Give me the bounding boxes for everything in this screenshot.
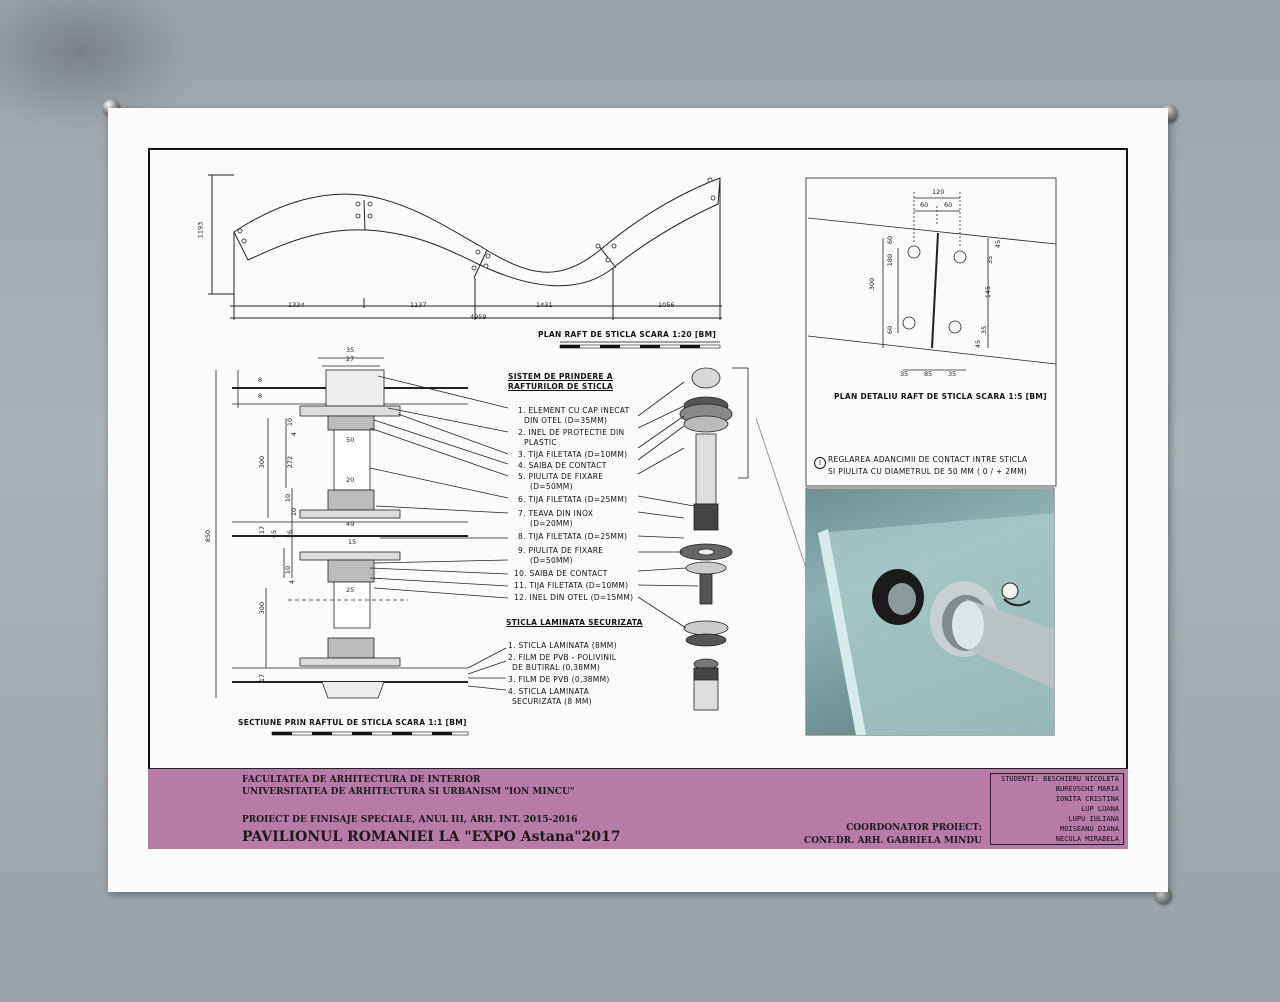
plan-dim-total: 4959 <box>470 313 487 321</box>
detail-dim-60b: 60 <box>944 201 953 209</box>
sec-dim-300a: 300 <box>258 455 267 469</box>
detail-dim-35c: 35 <box>900 370 909 378</box>
detail-note-line1: REGLAREA ADANCIMII DE CONTACT INTRE STIC… <box>828 455 1028 464</box>
detail-dim-35d: 35 <box>948 370 957 378</box>
sec-dim-10a: 10 <box>286 417 295 427</box>
detail-dim-180: 180 <box>886 253 895 267</box>
system-item: 3. TIJA FILETATA (D=10MM) <box>518 450 628 459</box>
coordinator-name: CONF.DR. ARH. GABRIELA MINDU <box>804 836 982 846</box>
detail-dim-45a: 45 <box>994 239 1003 249</box>
glass-item: 1. STICLA LAMINATA (8MM) <box>508 641 617 650</box>
sec-dim-8a: 8 <box>258 376 263 384</box>
sec-dim-27: 27 <box>346 355 355 363</box>
detail-dim-60a: 60 <box>920 201 929 209</box>
system-item: 2. INEL DE PROTECTIE DIN <box>518 428 625 437</box>
student-name: MOISEANU DIANA <box>1059 825 1119 833</box>
info-icon: ! <box>814 457 826 469</box>
student-name: LUP LUANA <box>1081 805 1119 813</box>
exploded-fitting <box>637 367 807 711</box>
sec-dim-4a: 4 <box>290 431 299 437</box>
student-name: IONITA CRISTINA <box>1055 795 1119 803</box>
drawing-linework <box>155 174 1057 841</box>
student-name: BUREVSCHI MARIA <box>1055 785 1119 793</box>
detail-dim-60c: 60 <box>886 235 895 245</box>
sec-dim-45: 45 <box>270 529 279 539</box>
detail-dim-85: 85 <box>924 370 933 378</box>
plan-dim-height: 1193 <box>196 221 205 239</box>
system-item: 12. INEL DIN OTEL (D=15MM) <box>514 593 634 602</box>
title-block: Ai FACULTATEA DE ARHITECTURA DE INTERIOR… <box>148 768 1128 849</box>
plan-dim-4: 1056 <box>658 301 675 309</box>
glass-item: 4. STICLA LAMINATA <box>508 687 590 696</box>
glass-title: STICLA LAMINATA SECURIZATA <box>506 618 643 627</box>
section-drawing <box>215 357 509 736</box>
plan-dim-3: 1431 <box>536 301 553 309</box>
plan-caption: PLAN RAFT DE STICLA SCARA 1:20 [BM] <box>538 330 717 339</box>
sec-dim-26: 26 <box>286 529 295 539</box>
system-item: 4. SAIBA DE CONTACT <box>518 461 607 470</box>
plan-dim-1: 1334 <box>288 301 305 309</box>
sec-dim-49: 49 <box>346 520 355 528</box>
detail-caption: PLAN DETALIU RAFT DE STICLA SCARA 1:5 [B… <box>834 392 1047 401</box>
project-title: PAVILIONUL ROMANIEI LA "EXPO Astana"2017 <box>242 829 621 845</box>
system-item: (D=50MM) <box>530 556 573 565</box>
plan-scale-bar <box>559 341 721 349</box>
detail-dim-60d: 60 <box>886 325 895 335</box>
system-item: 11. TIJA FILETATA (D=10MM) <box>514 581 629 590</box>
student-name: NECULA MIRABELA <box>1055 835 1119 843</box>
system-item: 10. SAIBA DE CONTACT <box>514 569 608 578</box>
sec-dim-10d: 10 <box>284 565 293 575</box>
sec-dim-10b: 10 <box>284 493 293 503</box>
university-name: UNIVERSITATEA DE ARHITECTURA SI URBANISM… <box>242 787 575 797</box>
detail-dim-35b: 35 <box>980 325 989 335</box>
sec-dim-850: 850 <box>204 529 213 543</box>
system-item: 5. PIULITA DE FIXARE <box>518 472 604 481</box>
system-item: DIN OTEL (D=35MM) <box>524 416 608 425</box>
sec-dim-20: 20 <box>346 476 355 484</box>
system-item: (D=20MM) <box>530 519 573 528</box>
glass-item: 2. FILM DE PVB - POLIVINIL <box>508 653 617 662</box>
system-item: 9. PIULITA DE FIXARE <box>518 546 604 555</box>
detail-dim-45b: 45 <box>974 339 983 349</box>
detail-plan <box>805 177 1057 487</box>
system-title-2: RAFTURILOR DE STICLA <box>508 382 614 391</box>
sec-dim-17b: 17 <box>258 673 267 683</box>
glass-item: DE BUTIRAL (0,38MM) <box>512 663 601 672</box>
student-name: LUPU IULIANA <box>1068 815 1119 823</box>
plan-dim-2: 1137 <box>410 301 427 309</box>
system-item: PLASTIC <box>524 438 557 447</box>
sec-dim-25: 25 <box>346 586 355 594</box>
sec-dim-15: 15 <box>348 538 357 546</box>
glass-item: 3. FILM DE PVB (0,38MM) <box>508 675 610 684</box>
detail-dim-35a: 35 <box>986 255 995 265</box>
project-line: PROIECT DE FINISAJE SPECIALE, ANUL III, … <box>242 815 578 825</box>
system-item: 7. TEAVA DIN INOX <box>518 509 594 518</box>
system-item: (D=50MM) <box>530 482 573 491</box>
system-item: 8. TIJA FILETATA (D=25MM) <box>518 532 628 541</box>
sec-dim-17a: 17 <box>258 525 267 535</box>
system-item: 1. ELEMENT CU CAP INECAT <box>518 406 630 415</box>
student-name: STUDENTI: BESCHIERU NICOLETA <box>1000 775 1119 783</box>
system-title-1: SISTEM DE PRINDERE A <box>508 372 613 381</box>
sec-dim-50: 50 <box>346 436 355 444</box>
sec-dim-4b: 4 <box>288 579 297 585</box>
poster-sheet: 1334 1137 1431 1056 4959 1193 PLAN RAFT … <box>108 108 1168 892</box>
detail-dim-145: 145 <box>984 285 993 299</box>
students-list: STUDENTI: BESCHIERU NICOLETA BUREVSCHI M… <box>990 773 1124 845</box>
shelf-plan <box>208 174 722 320</box>
sec-dim-8b: 8 <box>258 392 263 400</box>
faculty-name: FACULTATEA DE ARHITECTURA DE INTERIOR <box>242 775 481 785</box>
detail-dim-300: 300 <box>868 277 877 291</box>
sec-dim-300b: 300 <box>258 601 267 615</box>
fitting-photo <box>806 489 1054 735</box>
coordinator-label: COORDONATOR PROIECT: <box>846 823 982 833</box>
detail-dim-120: 120 <box>932 188 945 196</box>
sec-dim-35: 35 <box>346 346 355 354</box>
glass-item: SECURIZATA (8 MM) <box>512 697 592 706</box>
system-item: 6. TIJA FILETATA (D=25MM) <box>518 495 628 504</box>
sec-dim-10c: 10 <box>290 507 299 517</box>
section-caption: SECTIUNE PRIN RAFTUL DE STICLA SCARA 1:1… <box>238 718 467 727</box>
sec-dim-272: 272 <box>286 455 295 469</box>
detail-note-line2: SI PIULITA CU DIAMETRUL DE 50 MM ( 0 / +… <box>828 467 1028 476</box>
